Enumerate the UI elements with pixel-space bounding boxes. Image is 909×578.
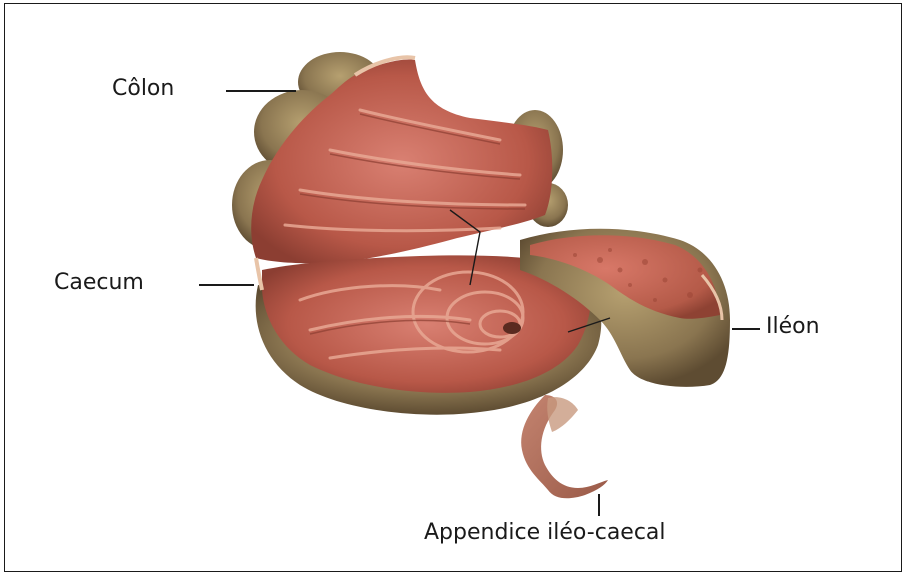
leader-colon	[226, 90, 296, 92]
appendix-mesentery	[547, 397, 578, 432]
label-ileon: Iléon	[766, 316, 820, 338]
leader-caecum	[199, 284, 254, 286]
label-appendix: Appendice iléo-caecal	[424, 522, 666, 544]
leader-appendix	[598, 494, 600, 516]
label-colon: Côlon	[112, 78, 174, 100]
label-caecum: Caecum	[54, 272, 144, 294]
ileocecal-opening	[503, 322, 521, 334]
leader-ileon	[732, 328, 760, 330]
